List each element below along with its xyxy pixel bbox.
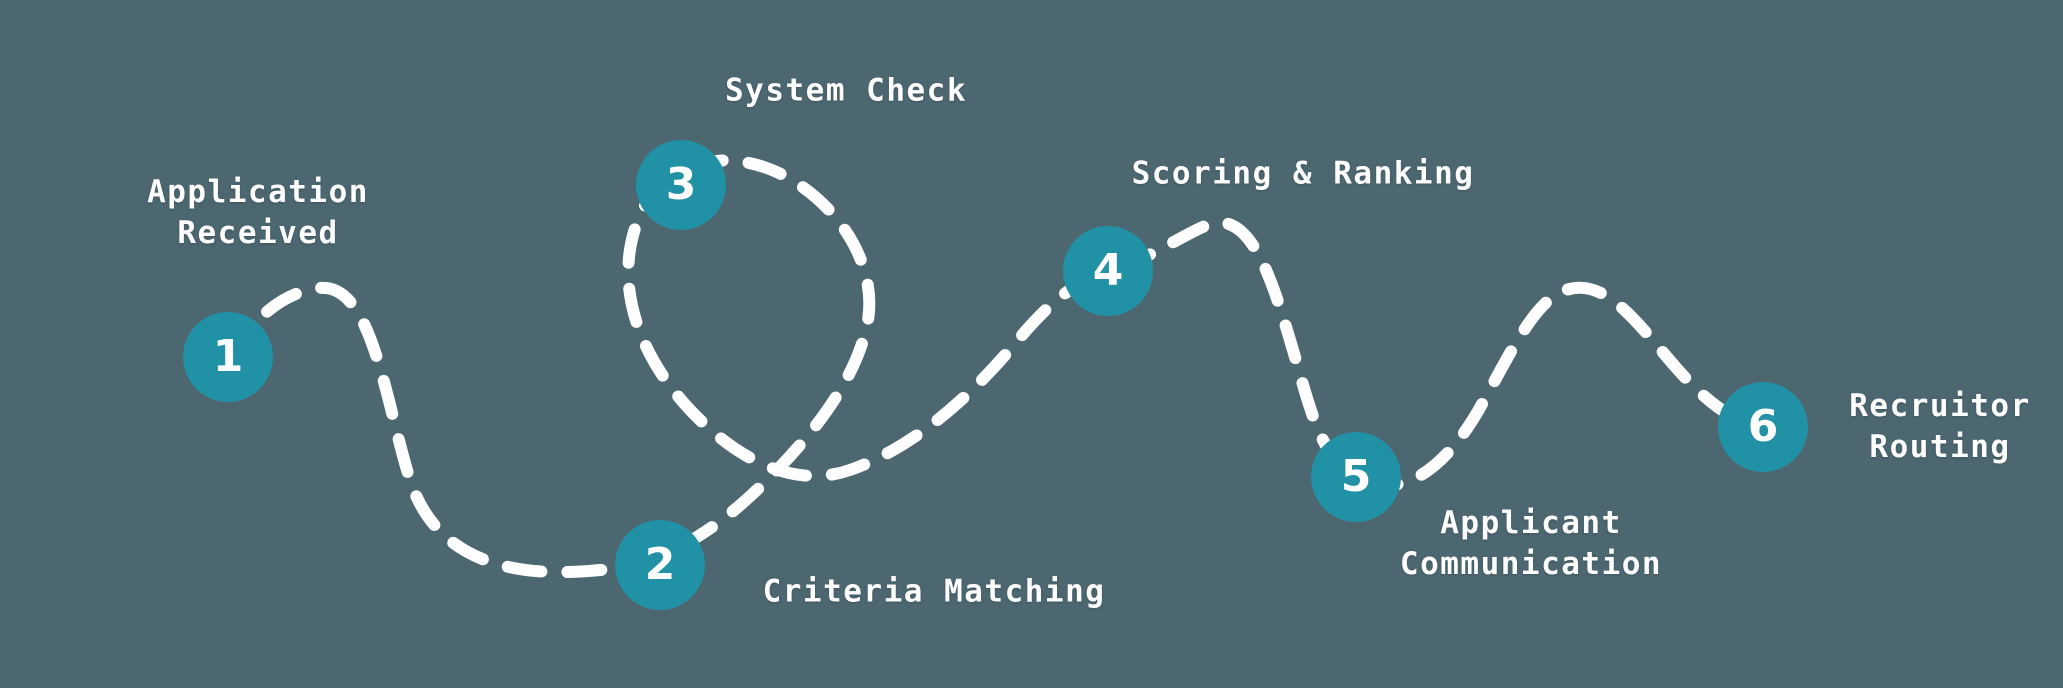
step-number-4: 4 bbox=[1092, 245, 1124, 296]
step-number-1: 1 bbox=[212, 331, 244, 382]
step-node-3[interactable]: 3 bbox=[636, 140, 726, 230]
step-node-1[interactable]: 1 bbox=[183, 312, 273, 402]
step-label-6: Recruitor Routing bbox=[1849, 388, 2031, 465]
step-number-6: 6 bbox=[1747, 401, 1779, 452]
dashed-flow-path bbox=[222, 154, 1769, 579]
step-label-2: Criteria Matching bbox=[762, 573, 1106, 610]
step-label-5: Applicant Communication bbox=[1399, 505, 1663, 582]
step-label-3: System Check bbox=[725, 72, 967, 109]
step-node-5[interactable]: 5 bbox=[1311, 432, 1401, 522]
step-label-1: Application Received bbox=[147, 174, 369, 251]
step-node-2[interactable]: 2 bbox=[615, 520, 705, 610]
step-number-3: 3 bbox=[665, 159, 697, 210]
step-number-2: 2 bbox=[644, 539, 676, 590]
step-label-4: Scoring & Ranking bbox=[1131, 155, 1475, 192]
step-number-5: 5 bbox=[1340, 451, 1372, 502]
step-node-6[interactable]: 6 bbox=[1718, 382, 1808, 472]
step-node-4[interactable]: 4 bbox=[1063, 226, 1153, 316]
